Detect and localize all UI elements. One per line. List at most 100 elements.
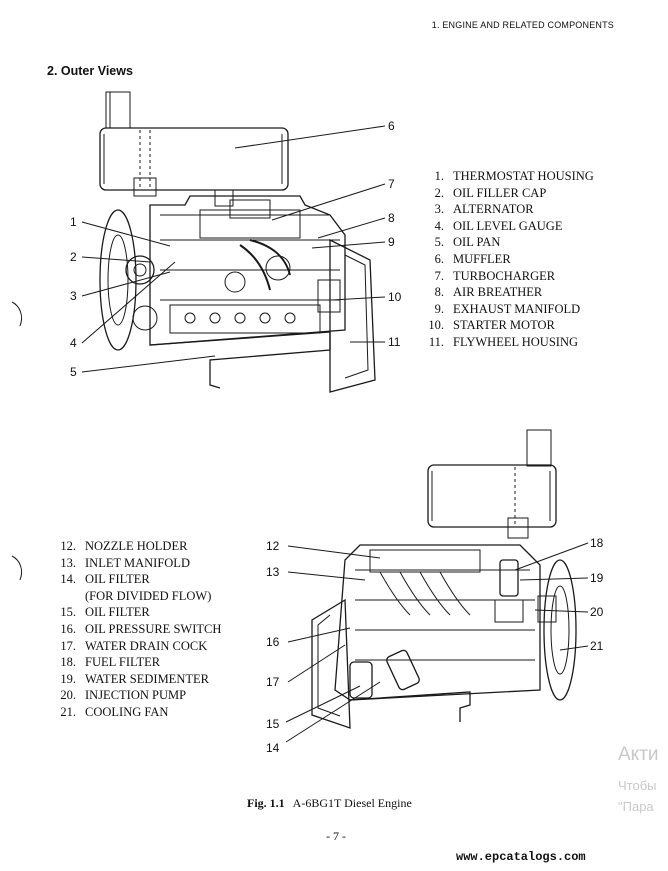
legend-label: (FOR DIVIDED FLOW) <box>85 588 212 603</box>
callout-number: 7 <box>388 177 395 191</box>
legend-label: OIL FILTER <box>85 605 150 620</box>
legend-number: 6. <box>434 251 444 266</box>
callout-number: 8 <box>388 211 395 225</box>
callout-number: 10 <box>388 290 402 304</box>
legend-bottom: 12. NOZZLE HOLDER 13. INLET MANIFOLD 14. OI… <box>52 538 221 721</box>
legend-item: 1.THERMOSTAT HOUSING <box>420 168 594 185</box>
legend-item: 5. OIL PAN <box>420 234 594 251</box>
legend-item: (FOR DIVIDED FLOW) <box>52 588 221 605</box>
legend-item: 3. ALTERNATOR <box>420 201 594 218</box>
legend-number: 1. <box>434 169 444 183</box>
legend-item: 11. FLYWHEEL HOUSING <box>420 334 594 351</box>
legend-item: 9. EXHAUST MANIFOLD <box>420 301 594 318</box>
legend-item: 8. AIR BREATHER <box>420 284 594 301</box>
callout-number: 19 <box>590 571 604 585</box>
callout-number: 20 <box>590 605 604 619</box>
legend-item: 17. WATER DRAIN COCK <box>52 638 221 655</box>
legend-label: FUEL FILTER <box>85 655 161 670</box>
legend-label: ALTERNATOR <box>453 202 534 217</box>
legend-label: WATER DRAIN COCK <box>85 638 208 653</box>
legend-item: 14. OIL FILTER <box>52 571 221 588</box>
legend-item: 21.COOLING FAN <box>52 704 221 721</box>
legend-label: OIL PRESSURE SWITCH <box>85 621 222 636</box>
legend-number: 11. <box>428 334 444 349</box>
legend-label: OIL FILTER <box>85 572 150 587</box>
legend-item: 13. INLET MANIFOLD <box>52 555 221 572</box>
callout-number: 4 <box>70 336 77 350</box>
legend-number: 7. <box>434 268 444 283</box>
legend-label: WATER SEDIMENTER <box>85 671 209 686</box>
legend-number: 21. <box>60 704 76 719</box>
legend-label: TURBOCHARGER <box>453 268 556 283</box>
legend-number: 5. <box>434 235 444 250</box>
legend-number <box>52 588 76 605</box>
callout-number: 1 <box>70 215 77 229</box>
legend-item: 20. INJECTION PUMP <box>52 687 221 704</box>
engine-bottom-leaders <box>285 542 589 743</box>
chapter-header: 1. ENGINE AND RELATED COMPONENTS <box>431 20 614 30</box>
callout-number: 3 <box>70 289 77 303</box>
legend-number: 16. <box>60 621 76 636</box>
legend-label: FLYWHEEL HOUSING <box>453 334 579 349</box>
callout-number: 16 <box>266 635 280 649</box>
legend-item: 18. FUEL FILTER <box>52 654 221 671</box>
legend-label: EXHAUST MANIFOLD <box>453 301 581 316</box>
legend-number: 2. <box>434 185 444 200</box>
callout-number: 21 <box>590 639 604 653</box>
activation-overlay-line: "Пара <box>618 799 654 814</box>
legend-number: 8. <box>434 285 444 300</box>
binding-mark <box>11 555 23 581</box>
legend-item: 16. OIL PRESSURE SWITCH <box>52 621 221 638</box>
legend-number: 13. <box>60 555 76 570</box>
legend-label: INLET MANIFOLD <box>85 555 190 570</box>
callout-number: 18 <box>590 536 604 550</box>
legend-number: 17. <box>60 638 76 653</box>
legend-label: OIL LEVEL GAUGE <box>453 218 563 233</box>
legend-item: 7. TURBOCHARGER <box>420 268 594 285</box>
legend-number: 4. <box>434 218 444 233</box>
watermark-url: www.epcatalogs.com <box>456 850 586 864</box>
legend-item: 2. OIL FILLER CAP <box>420 185 594 202</box>
legend-item: 19. WATER SEDIMENTER <box>52 671 221 688</box>
legend-number: 19. <box>60 671 76 686</box>
activation-overlay-title: Акти <box>618 744 659 765</box>
callout-number: 9 <box>388 235 395 249</box>
legend-label: INJECTION PUMP <box>85 688 187 703</box>
legend-number: 12. <box>60 539 76 553</box>
legend-label: AIR BREATHER <box>453 285 543 300</box>
page-number: - 7 - <box>326 829 346 843</box>
callout-number: 11 <box>388 335 401 349</box>
legend-label: NOZZLE HOLDER <box>85 539 188 553</box>
engine-top-drawing <box>99 91 376 393</box>
activation-overlay-line: Чтобы <box>618 778 657 793</box>
legend-label: MUFFLER <box>453 251 511 266</box>
legend-number: 10. <box>428 318 444 333</box>
legend-number: 3. <box>434 202 444 217</box>
callout-number: 15 <box>266 717 280 731</box>
callout-number: 17 <box>266 675 280 689</box>
legend-label: OIL FILLER CAP <box>453 185 547 200</box>
callout-number: 13 <box>266 565 280 579</box>
section-title: 2. Outer Views <box>47 64 133 78</box>
legend-item: 6. MUFFLER <box>420 251 594 268</box>
binding-mark <box>11 301 23 327</box>
callout-number: 6 <box>388 119 395 133</box>
legend-number: 15. <box>60 605 76 620</box>
legend-number: 20. <box>60 688 76 703</box>
legend-label: STARTER MOTOR <box>453 318 555 333</box>
legend-top: 1.THERMOSTAT HOUSING 2. OIL FILLER CAP 3.… <box>420 168 594 351</box>
callout-number: 5 <box>70 365 77 379</box>
figure-caption: Fig. 1.1 A-6BG1T Diesel Engine <box>247 796 412 811</box>
figure-title: A-6BG1T Diesel Engine <box>292 796 412 810</box>
engine-top-leaders <box>81 125 386 373</box>
callout-number: 12 <box>266 539 280 553</box>
legend-number: 9. <box>434 301 444 316</box>
legend-item: 15. OIL FILTER <box>52 604 221 621</box>
legend-label: OIL PAN <box>453 235 501 250</box>
legend-number: 18. <box>60 655 76 670</box>
figure-number: Fig. 1.1 <box>247 796 285 810</box>
engine-bottom-drawing <box>311 429 577 729</box>
legend-number: 14. <box>60 572 76 587</box>
legend-item: 12. NOZZLE HOLDER <box>52 538 221 555</box>
